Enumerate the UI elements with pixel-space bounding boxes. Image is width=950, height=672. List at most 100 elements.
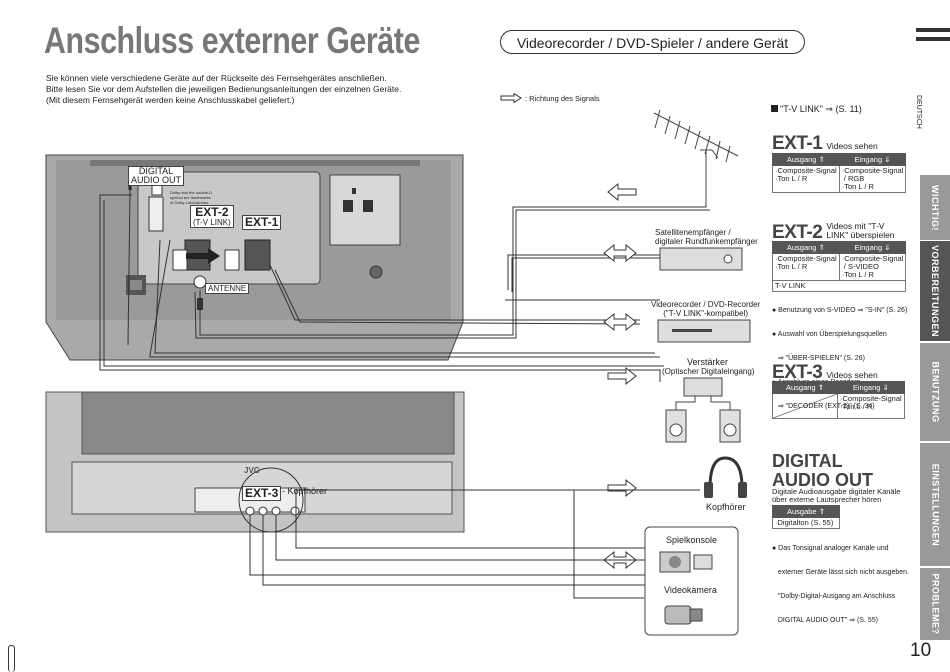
intro-text: Sie können viele verschiedene Geräte auf… — [46, 73, 401, 106]
ext1-header: EXT-1 Videos sehen — [772, 133, 878, 155]
video-camera-icon — [664, 605, 692, 625]
ext1-in: ·Composite-Signal / RGB ·Ton L / R — [838, 165, 907, 193]
sat-receiver — [659, 247, 743, 271]
amplifier — [683, 377, 723, 397]
ext3-header: EXT-3 Videos sehen — [772, 362, 878, 384]
ext2-tvlink-row: T-V LINK — [771, 280, 907, 292]
front-cables — [249, 489, 645, 599]
ext2-header: EXT-2 Videos mit "T-V LINK" überspielen — [772, 222, 906, 244]
hollow-arrow-icon — [500, 93, 522, 103]
ext2-note: ● Auswahl von Überspielungsquellen — [772, 331, 887, 338]
tab-label: EINSTELLUNGEN — [930, 463, 941, 546]
ext3-head-out: Ausgang ⇑ — [772, 381, 838, 394]
ext2-in: ·Composite-Signal / S-VIDEO ·Ton L / R — [838, 253, 907, 281]
headphones-ear-left — [704, 482, 713, 498]
tab-wichtig[interactable]: WICHTIG! — [920, 175, 950, 240]
dao-heading: DIGITAL AUDIO OUT — [772, 452, 873, 490]
ext1-table: Ausgang ⇑Eingang ⇓ ·Composite-Signal ·To… — [772, 153, 907, 193]
tv-front — [45, 391, 465, 533]
ext1-desc: Videos sehen — [826, 141, 878, 151]
ext1-heading: EXT-1 — [772, 133, 823, 154]
signal-arrows — [603, 182, 637, 570]
connection-diagram — [45, 109, 751, 636]
tv-back-rear — [45, 154, 464, 361]
dao-heading-2: AUDIO OUT — [772, 470, 873, 490]
dao-notes: ● Das Tonsignal analoger Kanäle und exte… — [772, 529, 909, 633]
tv-kopfhoerer-label: - Kopfhörer — [282, 486, 328, 496]
ext2-heading: EXT-2 — [772, 222, 823, 243]
console-label: Spielkonsole — [666, 535, 718, 545]
amp-label: Verstärker — [687, 357, 729, 367]
headphones-ear-right — [738, 482, 747, 498]
ext2-note: ● Benutzung von S-VIDEO ⇒ "S-IN" (S. 26) — [772, 307, 908, 314]
ext2-callout: EXT-2 (T-V LINK) — [190, 205, 234, 228]
camera-label: Videokamera — [664, 585, 717, 595]
tv-link-ref-text: "T-V LINK" ⇒ (S. 11) — [780, 104, 862, 114]
dao-out: ·Digitalton (S. 55) — [772, 517, 840, 529]
ext2-table: Ausgang ⇑Eingang ⇓ ·Composite-Signal ·To… — [771, 241, 907, 292]
intro-line: (Mit diesem Fernsehgerät werden keine An… — [46, 95, 295, 105]
ext2-head-out: Ausgang ⇑ — [772, 241, 840, 254]
tab-label: PROBLEME? — [930, 573, 941, 635]
dao-note: "Dolby-Digital-Ausgang am Anschluss — [772, 593, 896, 600]
tv-link-ref: "T-V LINK" ⇒ (S. 11) — [771, 104, 862, 115]
tab-label: BENUTZUNG — [930, 361, 940, 423]
signal-legend: : Richtung des Signals — [500, 93, 600, 103]
diagonal-slash — [773, 394, 837, 418]
digital-audio-out-label: DIGITAL AUDIO OUT — [128, 166, 185, 186]
tv-kopfhoerer-text: Kopfhörer — [287, 486, 328, 496]
tab-label: WICHTIG! — [930, 184, 940, 231]
tab-label: VORBEREITUNGEN — [930, 244, 941, 338]
dao-desc: Digitale Audioausgabe digitaler Kanäle ü… — [772, 487, 901, 504]
header-bar — [916, 37, 950, 41]
language-label: DEUTSCH — [915, 95, 922, 129]
ext3-desc: Videos sehen — [826, 370, 878, 380]
ext3-out-na — [772, 393, 838, 419]
ext3-callout: EXT-3 — [242, 486, 282, 501]
dao-note: externer Geräte lässt sich nicht ausgebe… — [772, 569, 909, 576]
sat-label: Satellitenempfänger / digitaler Rundfunk… — [655, 228, 758, 246]
ext1-head-out: Ausgang ⇑ — [772, 153, 840, 166]
ext3-heading: EXT-3 — [772, 362, 823, 383]
tab-einstellungen[interactable]: EINSTELLUNGEN — [920, 443, 950, 566]
amp-sub-label: (Optischer Digitaleingang) — [662, 367, 755, 376]
header-bar — [916, 28, 950, 32]
ext1-head-in: Eingang ⇓ — [838, 153, 907, 166]
binding-mark — [8, 645, 15, 672]
headphones-icon — [708, 456, 744, 489]
ext2-desc: Videos mit "T-V LINK" überspielen — [826, 221, 895, 240]
signal-legend-text: : Richtung des Signals — [525, 93, 600, 103]
dao-table: Ausgabe ⇑ ·Digitalton (S. 55) — [772, 505, 840, 529]
intro-line: Bitte lesen Sie vor dem Aufstellen die j… — [46, 84, 402, 94]
ext3-table: Ausgang ⇑Eingang ⇓ ·Composite-Signal ·To… — [772, 381, 905, 419]
headphones-label: Kopfhörer — [706, 502, 746, 512]
tab-probleme[interactable]: PROBLEME? — [920, 568, 950, 640]
dao-head-out: Ausgabe ⇑ — [772, 505, 840, 518]
zoom-circle — [238, 467, 304, 533]
jvc-logo: JVC — [244, 466, 260, 475]
tab-vorbereitungen[interactable]: VORBEREITUNGEN — [920, 241, 950, 341]
intro-line: Sie können viele verschiedene Geräte auf… — [46, 73, 387, 83]
ext2-arrow — [186, 248, 220, 264]
antenna-plug — [197, 298, 203, 310]
ext1-out: ·Composite-Signal ·Ton L / R — [772, 165, 840, 193]
ext1-callout: EXT-1 — [242, 215, 282, 230]
square-bullet-icon — [771, 105, 778, 112]
ext3-head-in: Eingang ⇓ — [837, 381, 905, 394]
ext3-in: ·Composite-Signal ·Ton L / R — [837, 393, 905, 419]
dao-note: ● Das Tonsignal analoger Kanäle und — [772, 545, 889, 552]
antenne-label: ANTENNE — [205, 283, 250, 294]
section-pill: Videorecorder / DVD-Spieler / andere Ger… — [500, 30, 805, 54]
dolby-small-print: Dolby and the double-D symbol are tradem… — [170, 190, 213, 205]
antenna — [653, 109, 739, 205]
page-title: Anschluss externer Geräte — [44, 20, 420, 61]
page-number: 10 — [910, 640, 932, 661]
ext2-note: ⇒ "ÜBER-SPIELEN" (S. 26) — [772, 355, 865, 362]
ext2-head-in: Eingang ⇓ — [838, 241, 907, 254]
ext2-callout-sub: (T-V LINK) — [193, 218, 231, 227]
vcr-label: Videorecorder / DVD-Recorder ("T-V LINK"… — [651, 300, 761, 318]
dao-heading-1: DIGITAL — [772, 451, 843, 471]
dao-note: DIGITAL AUDIO OUT" ⇒ (S. 55) — [772, 617, 878, 624]
tab-benutzung[interactable]: BENUTZUNG — [920, 343, 950, 441]
ext2-callout-label: EXT-2 — [195, 205, 229, 219]
